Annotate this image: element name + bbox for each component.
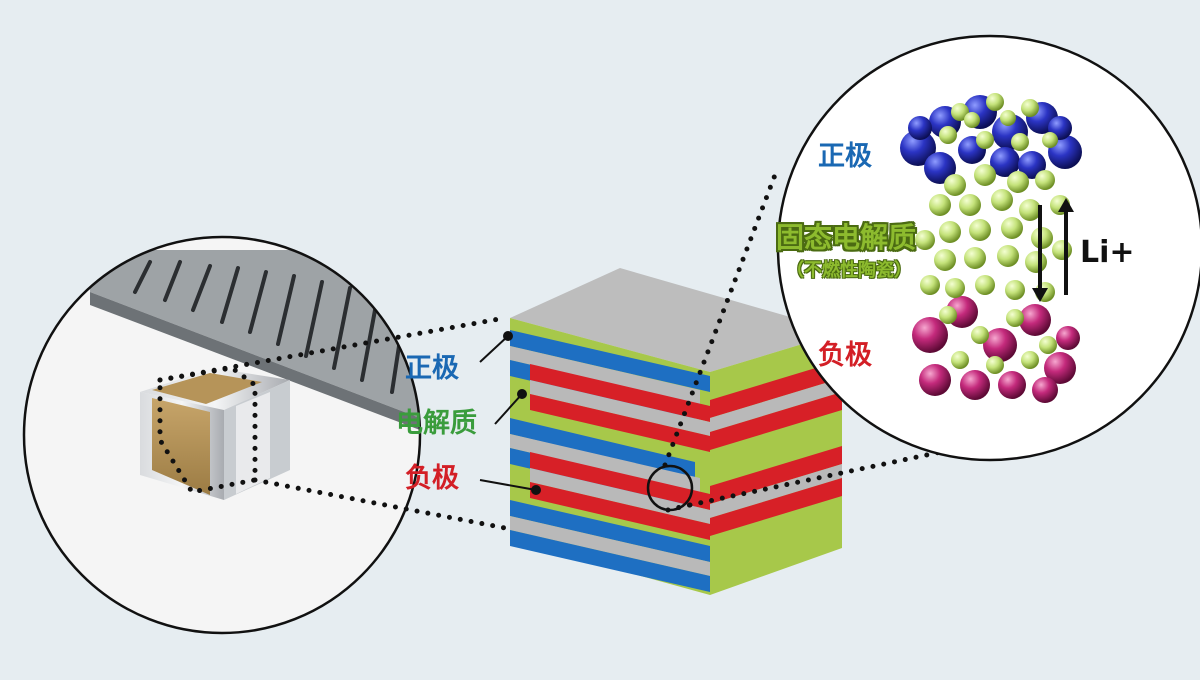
detail-zoom-frame (646, 172, 963, 513)
anode-particle (983, 328, 1017, 362)
anode-particle (1032, 377, 1058, 403)
cathode-particle (990, 147, 1020, 177)
electrolyte-particle (939, 306, 957, 324)
cathode-particle (900, 130, 936, 166)
electrolyte-label: 电解质 (396, 408, 477, 439)
electrolyte-particle (915, 230, 935, 250)
electrolyte-particle (1042, 132, 1058, 148)
top-face (510, 268, 842, 372)
electrolyte-particle (934, 249, 956, 271)
electrolyte-particle (944, 174, 966, 196)
electrolyte-particle (964, 112, 980, 128)
electrolyte-particle (974, 164, 996, 186)
solid-electrolyte-label: 固态电解质 (776, 221, 917, 254)
battery-layer-stack (510, 268, 842, 595)
electrolyte-particle (1052, 240, 1072, 260)
mlcc-chip (140, 368, 290, 500)
electrolyte-particle (1035, 170, 1055, 190)
electrolyte-particle (1019, 199, 1041, 221)
anode-particle (912, 317, 948, 353)
lithium-ion-label: Li+ (1080, 235, 1135, 270)
electrolyte-particle (945, 278, 965, 298)
electrolyte-particle (997, 245, 1019, 267)
cathode-zoom-label: 正极 (818, 141, 872, 172)
electrolyte-particle (1005, 280, 1025, 300)
anode-particle (919, 364, 951, 396)
electrolyte-particle (1007, 171, 1029, 193)
electrolyte-particle (976, 131, 994, 149)
particle-zoom-circle (776, 34, 1200, 462)
ruler (90, 250, 420, 418)
anode-particle (1044, 352, 1076, 384)
cathode-particle (908, 116, 932, 140)
electrolyte-particle (959, 194, 981, 216)
electrolyte-particle (951, 103, 969, 121)
electrolyte-particle (964, 247, 986, 269)
electrolyte-particle (929, 194, 951, 216)
electrolyte-particle (991, 189, 1013, 211)
electrolyte-particle (1021, 99, 1039, 117)
electrolyte-particle (975, 275, 995, 295)
anode-particle (1019, 304, 1051, 336)
electrolyte-particle (969, 219, 991, 241)
electrolyte-particle (1025, 251, 1047, 273)
electrolyte-particle (939, 221, 961, 243)
chip-zoom-frame (157, 315, 508, 531)
cathode-label: 正极 (405, 353, 459, 384)
cathode-particle (924, 152, 956, 184)
electrolyte-particle (986, 93, 1004, 111)
electrolyte-particle (939, 126, 957, 144)
electrolyte-particle (951, 351, 969, 369)
electrolyte-particle (1000, 110, 1016, 126)
electrolyte-particle (920, 275, 940, 295)
label-leaders (479, 331, 541, 495)
electrolyte-note-label: （不燃性陶瓷） (786, 260, 912, 281)
anode-zoom-label: 负极 (818, 340, 872, 371)
electrolyte-particle (1039, 336, 1057, 354)
electrolyte-particle (971, 326, 989, 344)
anode-particle (960, 370, 990, 400)
anode-label: 负极 (405, 463, 459, 494)
anode-particle (1056, 326, 1080, 350)
chip-photo-circle (22, 235, 422, 635)
anode-particle (998, 371, 1026, 399)
double-arrow-icon (1032, 198, 1074, 302)
electrolyte-particle (1021, 351, 1039, 369)
electrolyte-particle (1011, 133, 1029, 151)
electrolyte-particle (1001, 217, 1023, 239)
electrolyte-particle (1006, 309, 1024, 327)
electrolyte-particle (986, 356, 1004, 374)
